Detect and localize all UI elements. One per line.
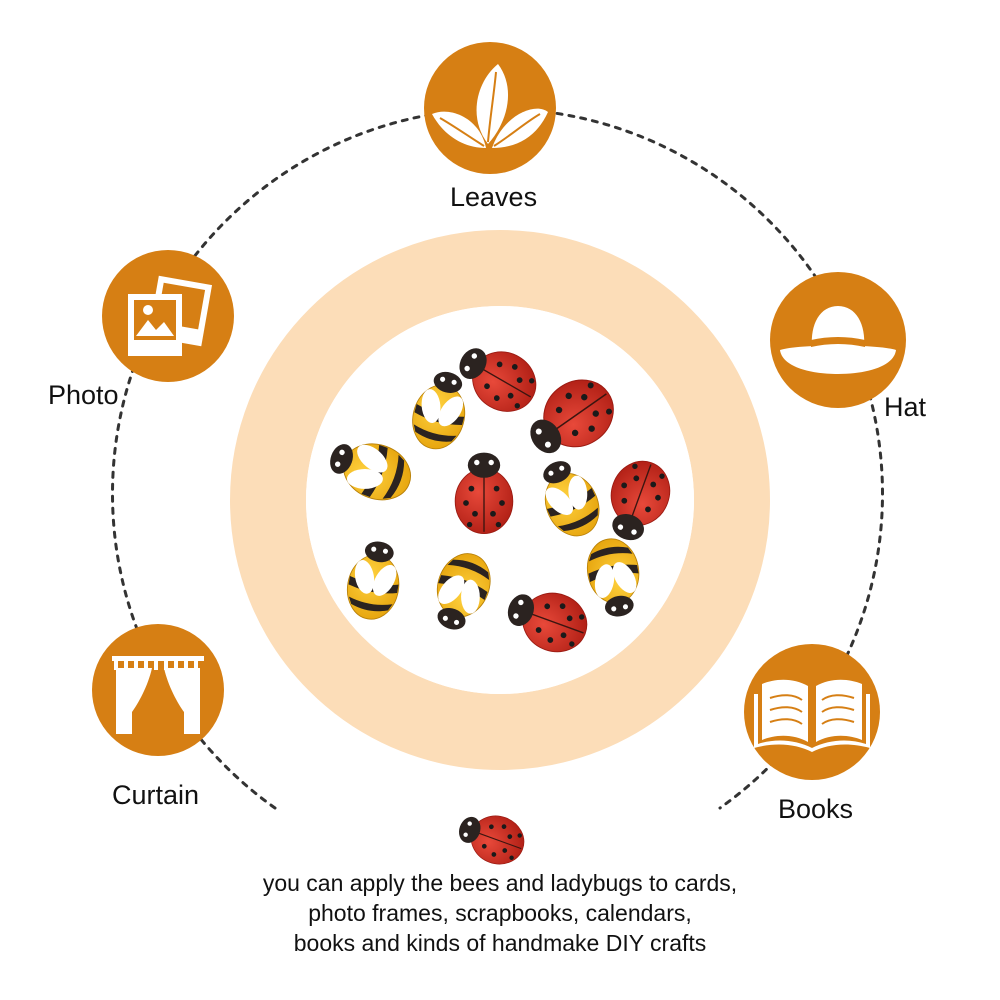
curtain-icon [92, 624, 224, 756]
photo-icon [102, 250, 234, 382]
label-photo: Photo [48, 380, 119, 410]
label-hat: Hat [884, 392, 927, 422]
label-leaves: Leaves [450, 182, 538, 212]
caption-line-3: books and kinds of handmake DIY crafts [293, 930, 707, 956]
label-curtain: Curtain [112, 780, 200, 810]
label-books: Books [778, 794, 854, 824]
hat-icon [770, 272, 906, 408]
caption-line-2: photo frames, scrapbooks, calendars, [308, 900, 692, 926]
book-icon [744, 644, 880, 780]
leaves-icon [424, 42, 556, 174]
usage-caption: you can apply the bees and ladybugs to c… [0, 868, 1000, 958]
single-ladybug [451, 803, 532, 872]
caption-line-1: you can apply the bees and ladybugs to c… [262, 870, 738, 896]
center-ring [230, 230, 770, 770]
